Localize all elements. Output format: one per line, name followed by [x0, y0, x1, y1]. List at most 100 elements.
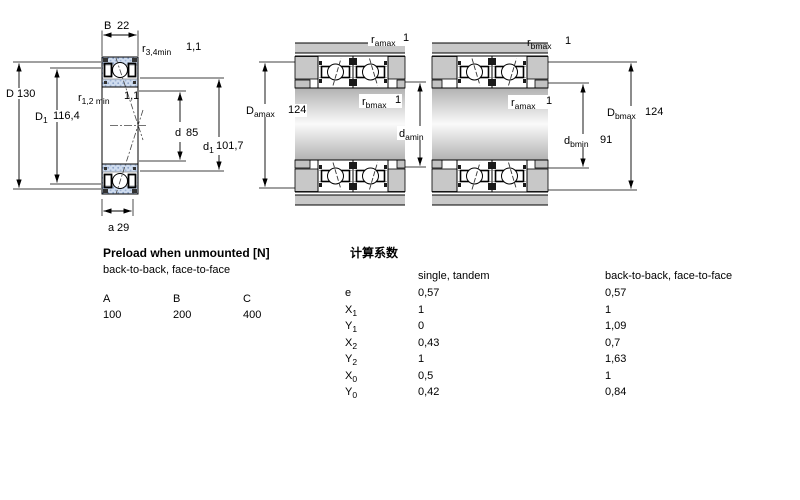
preload-col-A: A — [103, 293, 111, 305]
dim-Dbmax: Dbmax 124 — [548, 61, 664, 191]
dim-value: 29 — [117, 222, 129, 234]
housing-band — [432, 195, 548, 205]
housing-shoulder — [294, 56, 319, 80]
factor-label-X2: X2 — [345, 337, 358, 351]
label-rbmax-a: rbmax 1 — [359, 94, 402, 110]
dim-a: a 29 — [101, 199, 134, 234]
shaft-shoulder — [396, 159, 406, 169]
factor-v2: 1,09 — [605, 320, 627, 332]
factor-v2: 1,63 — [605, 353, 627, 365]
dim-label: ramax — [371, 34, 396, 48]
housing-shoulder — [431, 56, 458, 80]
shaft-shoulder — [534, 79, 549, 89]
dim-label: a — [108, 222, 115, 234]
factor-label-e: e — [345, 287, 352, 299]
shaft-shoulder — [294, 159, 311, 169]
dim-d1: d1 101,7 — [140, 77, 244, 172]
dim-label: r1,2 min — [78, 92, 110, 106]
housing-shoulder — [387, 168, 406, 192]
dim-B: B 22 — [101, 20, 139, 56]
dim-value: 85 — [186, 127, 198, 139]
dim-value: 124 — [645, 106, 663, 118]
preload-col-B: B — [173, 293, 181, 305]
shaft-shoulder — [534, 159, 549, 169]
housing-shoulder — [526, 168, 549, 192]
factor-v1: 0,5 — [418, 370, 434, 382]
housing-band — [295, 43, 405, 53]
dim-label: D — [6, 88, 14, 100]
factor-label-Y2: Y2 — [345, 353, 358, 367]
housing-band — [295, 195, 405, 205]
dim-d: d 85 — [139, 90, 198, 162]
contact-angle-line — [115, 57, 144, 141]
dim-dbmin: dbmin 91 — [548, 82, 614, 169]
factor-label-X1: X1 — [345, 304, 358, 318]
factor-v2: 1 — [605, 304, 612, 316]
dim-D1: D1 116,4 — [32, 67, 101, 185]
dim-value: 1 — [403, 32, 409, 44]
dim-label: rbmax — [362, 96, 387, 110]
dim-label: d — [175, 127, 181, 139]
dim-value: 116,4 — [53, 110, 80, 122]
dim-label: dbmin — [564, 135, 589, 149]
dim-value: 1 — [546, 95, 552, 107]
dim-D: D 130 — [4, 61, 101, 190]
factor-v1: 0 — [418, 320, 425, 332]
factor-v2: 0,7 — [605, 337, 621, 349]
dim-value: 130 — [17, 88, 35, 100]
factor-v1: 0,42 — [418, 386, 440, 398]
preload-col-C: C — [243, 293, 251, 305]
dim-label: d1 — [203, 141, 214, 155]
housing-shoulder — [387, 56, 406, 80]
shaft-shoulder — [431, 159, 443, 169]
mounting-diagram-b — [431, 42, 549, 206]
preload-subtitle: back-to-back, face-to-face — [103, 264, 231, 276]
dim-label: Damax — [246, 105, 275, 119]
dim-value: 91 — [600, 134, 612, 146]
dim-label: B — [104, 20, 111, 32]
factor-v2: 0,57 — [605, 287, 627, 299]
dim-r34: r3,4min 1,1 — [142, 41, 201, 57]
housing-shoulder — [526, 56, 549, 80]
shaft-shoulder — [294, 79, 311, 89]
preload-title: Preload when unmounted [N] — [103, 246, 270, 260]
dim-label: ramax — [511, 97, 536, 111]
technical-drawing: B 22 r3,4min 1,1 r1,2 min 1,1 D 130 — [4, 20, 664, 234]
label-rbmax-b: rbmax 1 — [527, 35, 571, 51]
factor-v1: 0,43 — [418, 337, 440, 349]
factor-v1: 0,57 — [418, 287, 440, 299]
factor-label-X0: X0 — [345, 370, 358, 384]
label-ramax-a: ramax 1 — [368, 32, 412, 48]
housing-band — [432, 43, 548, 53]
label-ramax-b: ramax 1 — [508, 95, 556, 111]
dim-label: damin — [399, 128, 424, 142]
contact-angle-line — [115, 109, 144, 195]
factor-label-Y1: Y1 — [345, 320, 358, 334]
housing-shoulder — [431, 168, 458, 192]
dim-Damax: Damax 124 — [244, 61, 307, 189]
shaft-shoulder — [431, 79, 443, 89]
housing-shoulder — [294, 168, 319, 192]
dim-label: Dbmax — [607, 107, 636, 121]
dim-value: 1,1 — [186, 41, 201, 53]
factor-v2: 0,84 — [605, 386, 627, 398]
dim-value: 124 — [288, 104, 306, 116]
factor-v1: 1 — [418, 304, 425, 316]
factor-label-Y0: Y0 — [345, 386, 358, 400]
mounting-diagram-a — [294, 42, 406, 206]
dim-value: 1 — [565, 35, 571, 47]
cross-section-diagram: B 22 r3,4min 1,1 r1,2 min 1,1 D 130 — [4, 20, 244, 234]
preload-value-B: 200 — [173, 309, 192, 321]
dim-value: 1,1 — [124, 90, 139, 102]
dim-label: r3,4min — [142, 43, 171, 57]
dim-value: 22 — [117, 20, 129, 32]
preload-value-C: 400 — [243, 309, 262, 321]
dim-label: rbmax — [527, 37, 552, 51]
preload-value-A: 100 — [103, 309, 122, 321]
dim-value: 1 — [395, 94, 401, 106]
factors-col2-header: back-to-back, face-to-face — [605, 270, 733, 282]
dim-label: D1 — [35, 111, 48, 125]
dim-value: 101,7 — [216, 140, 244, 152]
dim-r12: r1,2 min 1,1 — [78, 90, 139, 106]
